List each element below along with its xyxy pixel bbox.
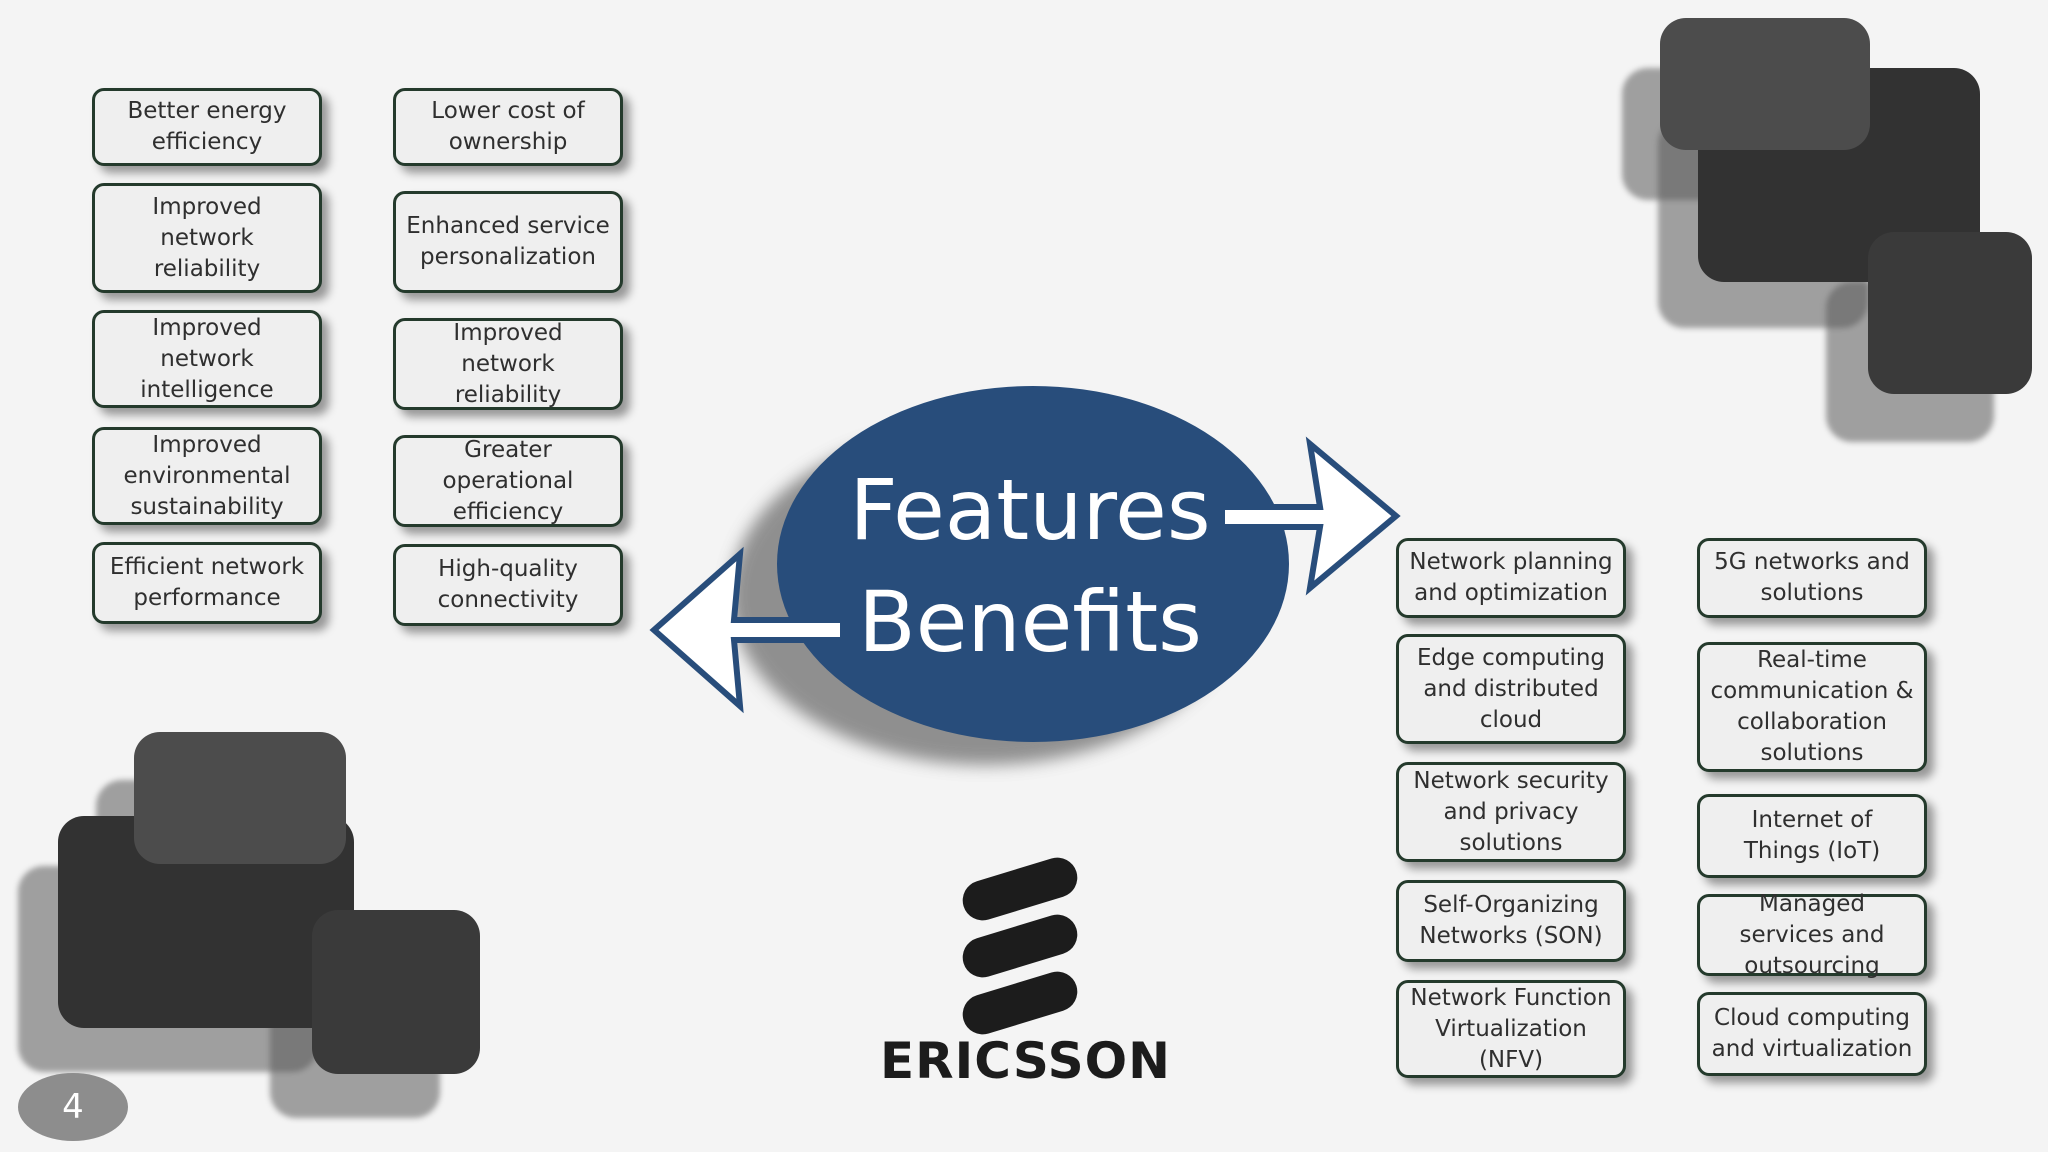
feature-box: Network Function Virtualization (NFV) bbox=[1396, 980, 1626, 1078]
feature-box: Internet of Things (IoT) bbox=[1697, 794, 1927, 878]
arrow-right-icon bbox=[1219, 436, 1401, 596]
page-number-badge: 4 bbox=[18, 1073, 128, 1141]
feature-box: Network security and privacy solutions bbox=[1396, 762, 1626, 862]
benefit-box: Lower cost of ownership bbox=[393, 88, 623, 166]
brand-wordmark: ERICSSON bbox=[880, 1032, 1172, 1090]
arrow-left-icon bbox=[649, 546, 846, 714]
benefit-box: Improved network reliability bbox=[393, 318, 623, 410]
benefit-box: Greater operational efficiency bbox=[393, 435, 623, 527]
features-label: Features bbox=[849, 461, 1211, 559]
feature-box: Managed services and outsourcing bbox=[1697, 891, 1927, 979]
benefit-box: High-quality connectivity bbox=[393, 544, 623, 626]
feature-box: Cloud computing and virtualization bbox=[1697, 992, 1927, 1076]
benefit-box: Improved environmental sustainability bbox=[92, 427, 322, 525]
center-ellipse bbox=[777, 386, 1289, 742]
benefit-box: Improved network reliability bbox=[92, 183, 322, 293]
benefit-box: Better energy efficiency bbox=[92, 88, 322, 166]
benefit-box: Enhanced service personalization bbox=[393, 191, 623, 293]
feature-box: 5G networks and solutions bbox=[1697, 538, 1927, 618]
benefits-label: Benefits bbox=[858, 573, 1202, 671]
benefit-box: Efficient network performance bbox=[92, 542, 322, 624]
feature-box: Network planning and optimization bbox=[1396, 538, 1626, 618]
feature-box: Real-time communication & collaboration … bbox=[1697, 642, 1927, 772]
benefit-box: Improved network intelligence bbox=[92, 310, 322, 408]
feature-box: Edge computing and distributed cloud bbox=[1396, 634, 1626, 744]
feature-box: Self-Organizing Networks (SON) bbox=[1396, 880, 1626, 962]
ericsson-logo-icon bbox=[962, 857, 1078, 1035]
